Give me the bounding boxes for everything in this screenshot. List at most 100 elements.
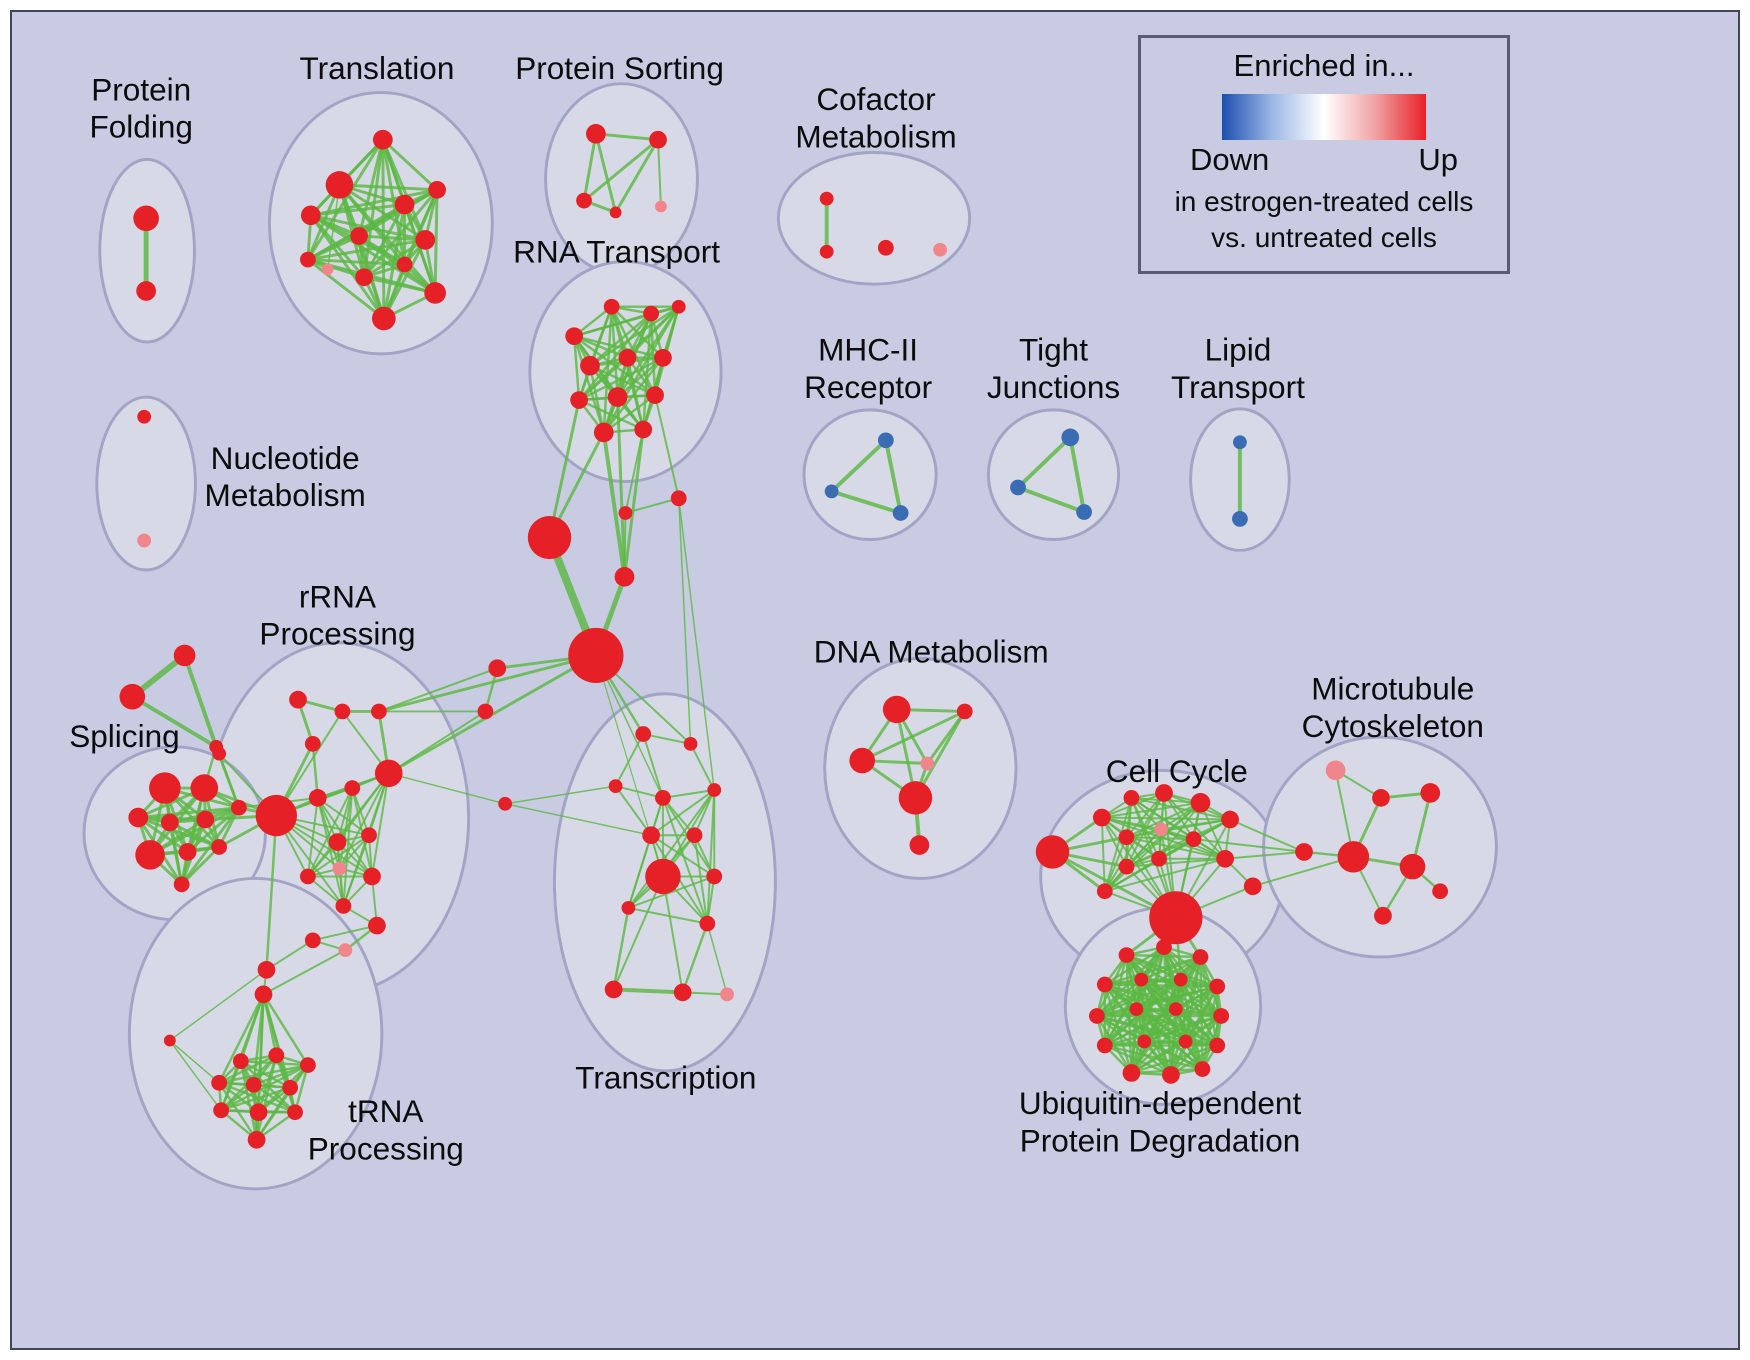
network-edge: [689, 743, 716, 791]
network-edge: [218, 1054, 277, 1084]
network-node-x7: [686, 827, 703, 844]
network-node-r9: [607, 387, 628, 407]
cluster-label-protein-folding: Folding: [89, 109, 192, 145]
network-edge: [616, 356, 664, 399]
network-edge: [1103, 1008, 1138, 1047]
network-edge: [612, 907, 630, 990]
network-node-u17: [1162, 1066, 1180, 1084]
network-node-t11: [424, 282, 446, 304]
cluster-nucleotide-metabolism: [95, 395, 197, 572]
network-edge: [307, 772, 390, 878]
network-node-r6: [618, 348, 637, 367]
network-edge: [263, 949, 346, 996]
network-node-rr8: [374, 759, 403, 788]
cluster-cofactor-metabolism: [776, 151, 972, 286]
network-edge: [601, 432, 627, 578]
network-edge: [661, 876, 684, 993]
network-edge: [583, 138, 659, 202]
network-node-ps4: [609, 206, 622, 219]
network-edge: [307, 188, 438, 261]
network-node-rr14: [335, 898, 352, 914]
network-edge: [831, 489, 902, 515]
network-edge: [1104, 857, 1226, 893]
network-node-ps2: [649, 130, 667, 149]
network-edge: [312, 924, 378, 942]
network-node-rr2: [334, 703, 351, 720]
network-node-rr13: [363, 867, 381, 886]
network-node-s5: [196, 810, 215, 829]
network-edge: [1143, 1014, 1222, 1043]
network-node-cm1: [819, 191, 834, 206]
network-node-pf2: [136, 281, 156, 301]
network-edge: [306, 797, 319, 877]
cluster-mhc-ii-receptor: [802, 408, 938, 541]
network-edge: [1016, 435, 1072, 489]
network-edge: [614, 785, 652, 836]
network-edge: [615, 785, 664, 799]
cluster-label-lipid-transport: Lipid: [1205, 332, 1272, 368]
cluster-label-cell-cycle: Cell Cycle: [1106, 753, 1248, 789]
cluster-label-ubiquitin-degradation: Protein Degradation: [1020, 1123, 1301, 1159]
network-node-cc9: [1185, 831, 1202, 847]
network-node-st1: [173, 644, 196, 667]
network-node-rr15: [368, 916, 386, 935]
network-edge: [578, 356, 629, 401]
network-edge: [307, 834, 370, 878]
cluster-label-mhc-ii-receptor: Receptor: [804, 369, 932, 405]
network-edge: [1136, 985, 1218, 1011]
network-edge: [623, 512, 627, 577]
cluster-rna-transport: [528, 260, 723, 484]
network-node-cc11: [1151, 850, 1167, 867]
network-edge: [693, 835, 709, 924]
network-edge: [1163, 792, 1195, 840]
network-node-rr5: [255, 794, 298, 837]
network-node-st2: [119, 683, 146, 710]
network-node-s9: [211, 839, 228, 855]
network-node-s10: [173, 876, 190, 893]
network-edge: [1104, 946, 1165, 986]
network-edge: [662, 797, 709, 924]
network-node-x9: [706, 868, 723, 885]
network-node-cc4: [1155, 784, 1173, 802]
network-edge: [357, 139, 385, 237]
network-edge: [1225, 850, 1305, 860]
network-edge: [589, 305, 680, 367]
network-node-ps5: [655, 200, 667, 213]
network-node-x1: [635, 726, 652, 742]
network-node-t8: [299, 251, 316, 268]
network-edge: [706, 789, 716, 924]
cluster-label-cofactor-metabolism: Cofactor: [816, 81, 935, 117]
network-edge: [293, 1064, 310, 1113]
network-node-rr18: [257, 960, 276, 979]
network-edge: [180, 845, 221, 886]
network-edge: [219, 1060, 242, 1111]
network-node-cc15: [1243, 877, 1262, 896]
network-node-d3: [849, 747, 875, 774]
network-edge: [614, 138, 660, 214]
network-edge: [220, 1063, 309, 1112]
network-edge: [363, 275, 436, 295]
network-node-l1: [1233, 435, 1247, 450]
network-edge: [628, 906, 708, 925]
network-node-r12: [634, 420, 653, 439]
legend-caption-line2: vs. untreated cells: [1211, 222, 1437, 254]
network-node-cc3: [1123, 790, 1140, 806]
network-edge: [311, 743, 319, 798]
network-edge: [186, 806, 240, 854]
network-edge: [378, 654, 597, 713]
network-edge: [342, 834, 370, 907]
network-node-tj1: [1061, 428, 1080, 447]
network-node-r5: [580, 355, 600, 376]
network-node-rr1: [289, 690, 307, 709]
network-node-h4: [614, 567, 635, 587]
network-node-rr9: [328, 833, 347, 851]
network-edge: [706, 876, 716, 924]
network-node-s3: [128, 807, 149, 828]
network-edge: [628, 875, 715, 909]
network-node-tr10: [287, 1104, 303, 1121]
cluster-label-microtubule-cytoskeleton: Cytoskeleton: [1302, 708, 1484, 744]
network-edge: [861, 710, 966, 762]
network-edge: [1126, 836, 1226, 860]
network-node-tr2: [232, 1053, 249, 1070]
